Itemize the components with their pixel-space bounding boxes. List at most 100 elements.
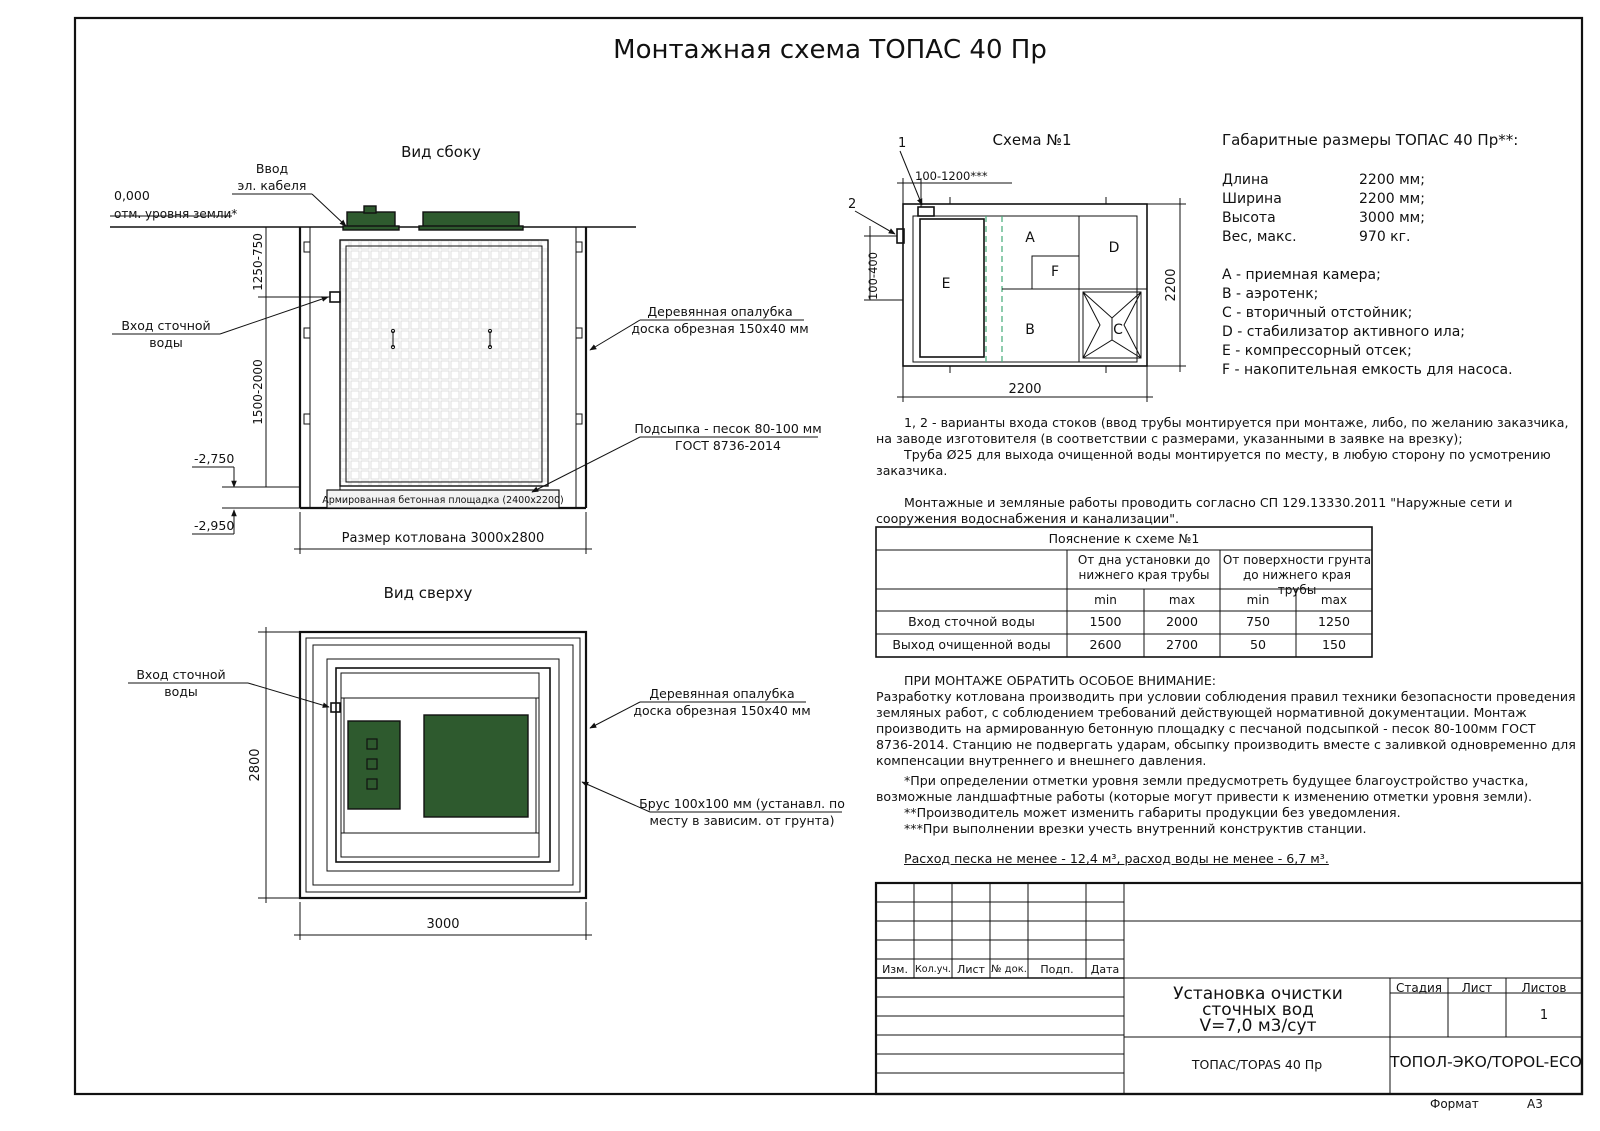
consumption-note: Расход песка не менее - 12,4 м³, расход … (904, 851, 1329, 866)
formwork-clamps (303, 241, 583, 425)
legend-item-4: Е - компрессорный отсек; (1222, 343, 1412, 359)
top-view: Вид сверху Вход сточной воды Деревянная … (128, 584, 845, 940)
ground-level-label: отм. уровня земли* (114, 207, 237, 221)
beam-label-1: Брус 100х100 мм (устанавл. по (639, 796, 845, 811)
side-formwork-label-2: доска обрезная 150х40 мм (631, 321, 808, 336)
station-body (339, 239, 549, 487)
side-view: Вид сбоку 0,000 отм. уровня земли* Армир… (110, 143, 822, 554)
stamp-header-kol: Кол.уч. (915, 964, 951, 975)
top-inlet-pipe (330, 702, 341, 713)
dim-bottom-label: 2200 (1008, 382, 1041, 397)
footnote-3: ***При выполнении врезки учесть внутренн… (904, 821, 1367, 836)
side-inlet-pipe (329, 291, 341, 303)
dim-row-name-3: Вес, макс. (1222, 229, 1297, 245)
table-sub-0: min (1094, 593, 1117, 607)
zone-label-c: C (1113, 322, 1123, 338)
table-sub-2: min (1246, 593, 1270, 607)
zone-label-f: F (1051, 264, 1059, 280)
note-inlets: 1, 2 - варианты входа стоков (ввод трубы… (876, 415, 1569, 446)
note-outlet-pipe: Труба Ø25 для выхода очищенной воды монт… (876, 447, 1551, 478)
zone-label-e: E (942, 276, 951, 292)
ground-level-value: 0,000 (114, 188, 150, 203)
table-cell: 1500 (1089, 614, 1122, 629)
stamp-header-list: Лист (957, 963, 985, 976)
top-lid-left (347, 720, 401, 810)
backfill-label-1: Подсыпка - песок 80-100 мм (634, 421, 821, 436)
sheet-frame (73, 16, 1584, 1096)
beam-inner (326, 658, 560, 872)
beam-outer (312, 644, 574, 886)
beam-label-2: месту в зависим. от грунта) (650, 813, 835, 828)
dimensions-title: Габаритные размеры ТОПАС 40 Пр**: (1222, 131, 1518, 149)
format-value: А3 (1527, 1097, 1543, 1111)
table-row-label: Выход очищенной воды (892, 637, 1051, 652)
legend-item-0: А - приемная камера; (1222, 267, 1381, 283)
backfill-label-2: ГОСТ 8736-2014 (675, 438, 781, 453)
top-pad (335, 667, 551, 863)
side-formwork-label-1: Деревянная опалубка (647, 304, 792, 319)
dim-right-label: 2200 (1164, 268, 1179, 301)
dim-row-value-1: 2200 мм; (1359, 191, 1425, 207)
top-inlet-label-1: Вход сточной (136, 667, 225, 682)
top-formwork-label-1: Деревянная опалубка (649, 686, 794, 701)
table-sub-1: max (1168, 593, 1196, 607)
top-view-title: Вид сверху (384, 584, 473, 602)
table-group-2: От поверхности грунта до нижнего края тр… (1222, 553, 1372, 597)
table-group-1: От дна установки до нижнего края трубы (1077, 553, 1211, 582)
top-station-outline (340, 672, 540, 858)
footnote-1: *При определении отметки уровня земли пр… (876, 773, 1533, 804)
dim-row-name-1: Ширина (1222, 191, 1282, 207)
table-cell: 1250 (1317, 614, 1351, 629)
side-view-title: Вид сбоку (401, 143, 481, 161)
legend-item-1: В - аэротенк; (1222, 286, 1318, 302)
stamp-name-2: сточных вод (1202, 1000, 1314, 1020)
note-standard: Монтажные и земляные работы проводить со… (876, 495, 1513, 526)
zone-label-b: B (1025, 322, 1035, 338)
dim-row-value-2: 3000 мм; (1359, 210, 1425, 226)
mark-1: 1 (898, 136, 906, 151)
page-title: Монтажная схема ТОПАС 40 Пр (613, 35, 1047, 65)
table-cell: 2600 (1089, 637, 1122, 652)
side-inlet-label-1: Вход сточной (121, 318, 210, 333)
dim-row-name-0: Длина (1222, 172, 1269, 188)
format-label: Формат (1430, 1097, 1479, 1111)
zone-f (1031, 255, 1080, 290)
stamp-header-doc: № док. (991, 964, 1027, 975)
top-lid-right (423, 714, 529, 818)
stamp-sheets-label: Листов (1521, 981, 1567, 995)
stamp-header-sign: Подп. (1040, 963, 1074, 976)
stamp-header-date: Дата (1090, 963, 1120, 976)
table-cell: 50 (1249, 637, 1267, 652)
stamp-header-izm: Изм. (882, 963, 908, 976)
top-dim-width: 3000 (426, 917, 459, 932)
stamp-sheets-value: 1 (1539, 1008, 1549, 1023)
stamp-product: ТОПАС/TOPAS 40 Пр (1191, 1057, 1323, 1072)
footnote-2: **Производитель может изменить габариты … (904, 805, 1401, 820)
stamp-company: ТОПОЛ-ЭКО/TOPOL-ECO (1390, 1053, 1583, 1071)
inlet-pipe-1 (917, 206, 935, 217)
concrete-pad-label: Армированная бетонная площадка (2400х220… (322, 495, 564, 506)
table-caption: Пояснение к схеме №1 (1049, 531, 1200, 546)
attention-title: ПРИ МОНТАЖЕ ОБРАТИТЬ ОСОБОЕ ВНИМАНИЕ: (904, 673, 1217, 688)
scheme-nozzles (949, 197, 1107, 373)
zone-e (919, 218, 985, 358)
zone-label-a: A (1025, 230, 1035, 246)
top-inlet-label-2: воды (164, 684, 198, 699)
table-cell: 150 (1321, 637, 1347, 652)
dim-row-value-0: 2200 мм; (1359, 172, 1425, 188)
legend-item-5: F - накопительная емкость для насоса. (1222, 362, 1513, 378)
scheme-1: Схема №1 E A D F B C 1 2 (848, 131, 1186, 402)
table-cell: 2700 (1165, 637, 1199, 652)
table-sub-3: max (1320, 593, 1348, 607)
legend-item-3: D - стабилизатор активного ила; (1222, 324, 1465, 340)
cable-label-2: эл. кабеля (238, 178, 307, 193)
lifting-handles (390, 328, 493, 350)
stamp-stage-label: Стадия (1395, 981, 1443, 995)
zone-c-funnel (1082, 291, 1142, 359)
stamp-name-3: V=7,0 м3/сут (1199, 1016, 1317, 1036)
table-cell: 750 (1245, 614, 1271, 629)
dim-row-value-3: 970 кг. (1359, 229, 1410, 245)
stamp-name-1: Установка очистки (1173, 984, 1343, 1004)
